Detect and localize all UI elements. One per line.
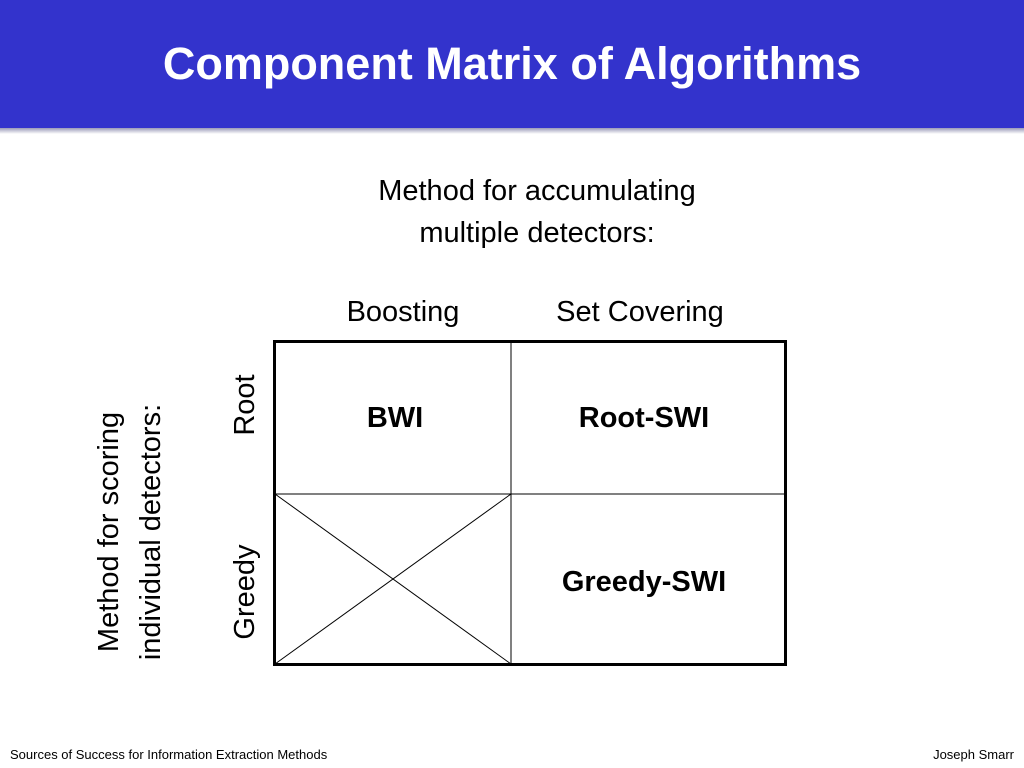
row-header-root: Root xyxy=(229,374,261,436)
footer-author: Joseph Smarr xyxy=(933,747,1014,762)
row-header-greedy: Greedy xyxy=(229,544,261,640)
column-axis-label-line1: Method for accumulating xyxy=(378,175,696,207)
cell-root-boosting: BWI xyxy=(366,402,424,434)
column-axis-label-line2: multiple detectors: xyxy=(419,217,655,249)
component-matrix xyxy=(273,340,787,666)
empty-cell-cross-line-b xyxy=(274,493,512,665)
banner-shadow xyxy=(0,128,1024,134)
cell-greedy-set-covering: Greedy-SWI xyxy=(561,566,727,598)
column-header-boosting: Boosting xyxy=(346,296,460,328)
matrix-border xyxy=(273,340,787,666)
row-axis-label-line1: Method for scoring xyxy=(93,411,125,653)
cell-root-set-covering: Root-SWI xyxy=(578,402,710,434)
title-banner xyxy=(0,0,1024,128)
row-axis-label-line2: individual detectors: xyxy=(135,403,167,661)
slide-title: Component Matrix of Algorithms xyxy=(162,38,862,89)
footer-presentation-title: Sources of Success for Information Extra… xyxy=(10,747,328,762)
row-axis-label: Method for scoring individual detectors: xyxy=(88,367,172,697)
column-axis-label: Method for accumulating multiple detecto… xyxy=(340,170,734,254)
column-header-set-covering: Set Covering xyxy=(556,296,724,328)
